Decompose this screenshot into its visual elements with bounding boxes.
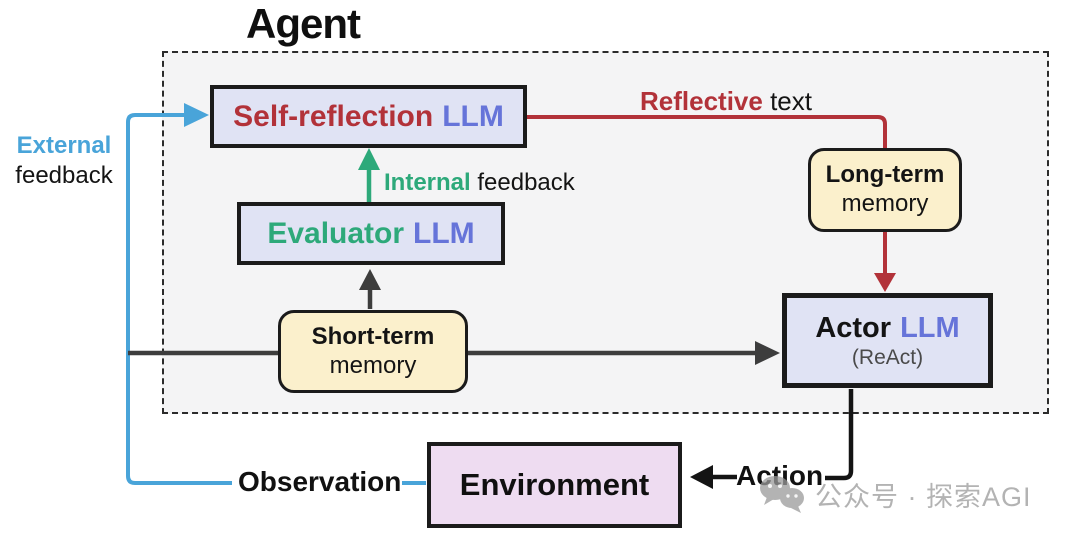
short-term-to-evaluator-arrowhead [359,269,381,290]
self-reflection-label: Self-reflection [233,99,434,133]
short-term-label: Short-term [311,322,435,350]
evaluator-label: Evaluator [267,216,405,250]
wechat-icon [760,476,804,513]
reflective-text-emphasis: Reflective [640,86,763,116]
external-feedback-label: External feedback [2,131,126,191]
external-feedback-arrowhead [184,103,209,127]
reflective-text-label: Reflective text [640,86,812,117]
internal-feedback-label: Internal feedback [384,169,575,197]
action-elbow-line [825,389,854,481]
internal-feedback-arrowhead [358,148,380,170]
internal-feedback-emphasis: Internal [384,169,471,196]
actor-llm-box: Actor LLM (ReAct) [782,293,993,388]
self-reflection-llm-suffix: LLM [442,99,504,133]
external-feedback-emphasis: External [16,132,112,159]
evaluator-llm-suffix: LLM [413,216,475,250]
long-term-sublabel: memory [841,190,929,217]
watermark: 公众号 · 探索AGI [758,474,1032,514]
watermark-text: 公众号 · 探索AGI [815,481,1032,512]
short-term-memory-box: Short-term memory [278,310,468,393]
environment-box: Environment [427,442,682,528]
action-arrowhead [690,465,713,489]
evaluator-llm-box: Evaluator LLM [237,202,505,265]
internal-feedback-rest: feedback [470,169,575,196]
actor-label: Actor [815,311,892,344]
short-term-to-actor-arrowhead [755,341,780,365]
short-term-sublabel: memory [329,351,417,379]
environment-label: Environment [459,467,650,502]
external-feedback-line [126,113,232,485]
actor-subtitle: (ReAct) [851,345,924,369]
reflective-text-rest: text [762,86,812,116]
observation-label: Observation [238,466,402,497]
long-term-memory-box: Long-term memory [808,148,962,232]
external-feedback-rest: feedback [15,162,113,189]
long-term-label: Long-term [825,161,945,189]
reflective-text-line [527,115,887,274]
reflective-text-arrowhead [874,273,896,292]
agent-title: Agent [246,0,361,47]
actor-llm-suffix: LLM [900,311,960,344]
self-reflection-llm-box: Self-reflection LLM [210,85,527,148]
